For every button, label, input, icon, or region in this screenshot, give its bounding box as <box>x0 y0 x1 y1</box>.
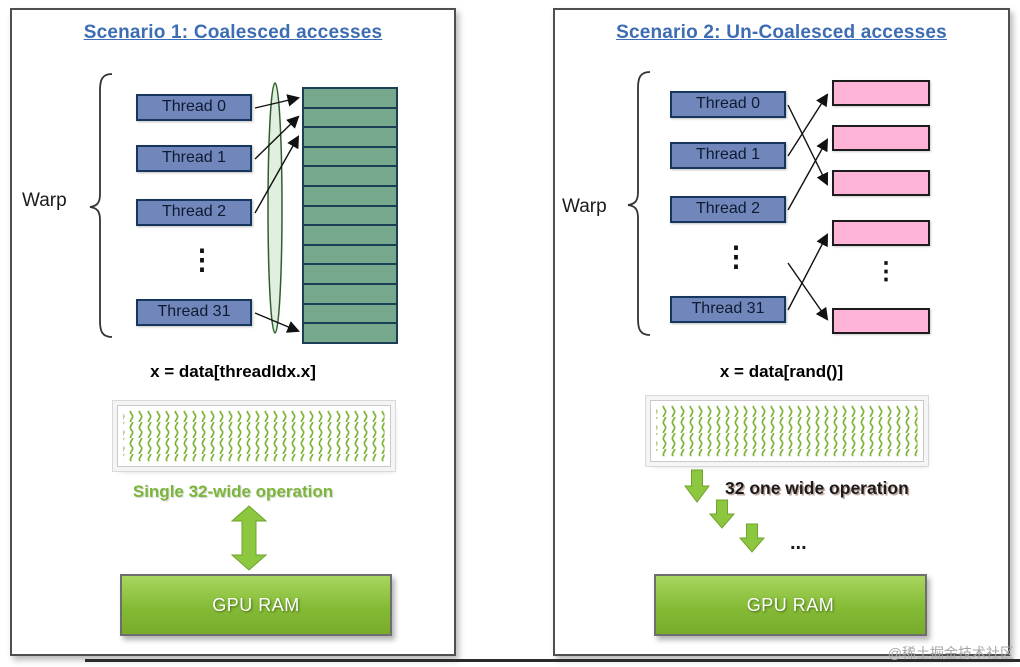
memory-row <box>304 128 396 148</box>
access-arrow <box>254 115 300 160</box>
thread-box-31: Thread 31 <box>670 296 786 323</box>
panel-uncoalesced: Scenario 2: Un-Coalesced accesses Warp T… <box>553 8 1010 656</box>
memory-row <box>304 324 396 342</box>
watermark: @稀土掘金技术社区 <box>887 645 1014 661</box>
memory-row <box>304 265 396 286</box>
operation-label: 32 one wide operation <box>725 478 909 498</box>
thread-box-2: Thread 2 <box>136 199 252 226</box>
memory-column <box>302 87 398 344</box>
bottom-divider-line <box>85 659 1020 662</box>
memory-box <box>832 170 930 196</box>
access-arrow <box>787 262 829 321</box>
kernel-code: x = data[threadIdx.x] <box>150 362 316 381</box>
wavy-pattern-icon <box>123 410 385 462</box>
panel-title-coalesced: Scenario 1: Coalesced accesses <box>83 22 383 43</box>
memory-row <box>304 305 396 325</box>
memory-row <box>304 89 396 109</box>
thread-box-31: Thread 31 <box>136 299 252 326</box>
panel-title-uncoalesced: Scenario 2: Un-Coalesced accesses <box>616 22 947 43</box>
funnel-ellipse <box>267 82 283 334</box>
memory-box <box>832 308 930 334</box>
thread-box-2: Thread 2 <box>670 196 786 223</box>
memory-box <box>832 125 930 151</box>
memory-row <box>304 285 396 305</box>
more-operations-ellipsis: ... <box>790 532 807 554</box>
access-arrow <box>787 138 829 211</box>
access-arrow <box>254 312 300 333</box>
thread-ellipsis-dots: ⋮ <box>188 244 216 275</box>
access-arrow <box>787 93 829 157</box>
operation-label: Single 32-wide operation <box>132 482 334 501</box>
double-arrow-icon <box>230 505 268 571</box>
memory-row <box>304 226 396 246</box>
thread-box-0: Thread 0 <box>670 91 786 118</box>
warp-brace <box>89 73 113 338</box>
memory-bus-pattern <box>650 400 924 462</box>
access-arrow <box>254 94 301 109</box>
memory-bus-pattern <box>117 405 391 467</box>
down-arrow-icon <box>708 499 736 529</box>
down-arrow-icon <box>738 523 766 553</box>
memory-ellipsis-dots: ⋮ <box>874 258 898 285</box>
memory-row <box>304 109 396 129</box>
thread-ellipsis-dots: ⋮ <box>722 241 750 272</box>
memory-box <box>832 80 930 106</box>
panel-coalesced: Scenario 1: Coalesced accesses Warp Thre… <box>10 8 456 656</box>
thread-box-1: Thread 1 <box>670 142 786 169</box>
down-arrow-icon <box>684 469 710 503</box>
warp-brace <box>627 71 651 336</box>
thread-box-1: Thread 1 <box>136 145 252 172</box>
memory-box <box>832 220 930 246</box>
memory-row <box>304 167 396 188</box>
memory-row <box>304 207 396 227</box>
access-arrow <box>254 135 300 214</box>
warp-label: Warp <box>562 196 607 217</box>
gpu-ram-box: GPU RAM <box>120 574 392 636</box>
kernel-code: x = data[rand()] <box>719 362 844 381</box>
memory-row <box>304 148 396 168</box>
access-arrow <box>787 233 828 311</box>
warp-label: Warp <box>22 190 67 211</box>
access-arrow <box>787 104 829 186</box>
memory-row <box>304 187 396 207</box>
memory-row <box>304 246 396 266</box>
thread-box-0: Thread 0 <box>136 94 252 121</box>
gpu-ram-box: GPU RAM <box>654 574 927 636</box>
wavy-pattern-icon <box>656 405 918 457</box>
